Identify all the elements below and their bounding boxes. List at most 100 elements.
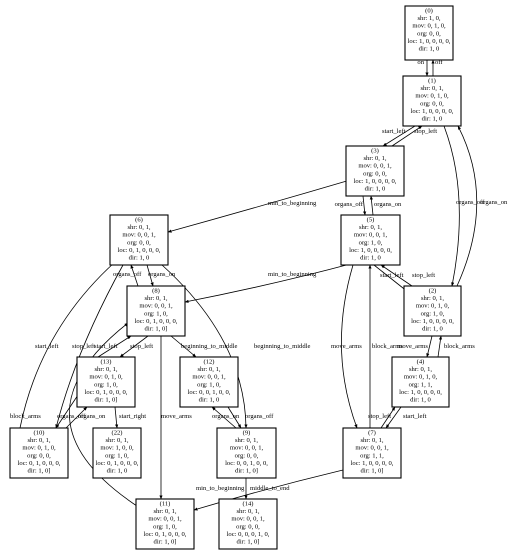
- state-node-line: loc: 1, 0, 0, 0, 0,: [399, 389, 442, 396]
- edge-label-8-to-6: organs_off: [113, 271, 142, 278]
- edge-5-to-3: [369, 195, 374, 216]
- state-node-box: [402, 75, 462, 127]
- state-node-line: shr: 0, 1,: [153, 508, 176, 515]
- state-node-0: (0)shr: 1, 0,mov: 0, 1, 0,org: 0, 0,loc:…: [404, 5, 454, 61]
- state-node-line: loc: 0, 1, 0, 0, 0,: [96, 460, 139, 467]
- edge-12-to-9: [227, 406, 242, 429]
- edge-label-11-to-8: block_arms: [10, 413, 41, 420]
- state-node-line: org: 1, 0,: [359, 239, 383, 246]
- state-node-line: shr: 0, 1,: [236, 508, 259, 515]
- state-node-id: (1): [428, 78, 436, 85]
- state-node-line: mov: 0, 1, 0,: [416, 303, 450, 310]
- state-node-line: dir: 1, 0]: [237, 539, 260, 546]
- state-node-id: (9): [243, 430, 251, 437]
- state-node-line: loc: 0, 1, 0, 0, 0,: [85, 389, 128, 396]
- edge-4-to-2: [437, 335, 443, 358]
- edge-label-13-to-10: organs_off: [57, 413, 86, 420]
- edge-label-2-to-1: organs_on: [480, 199, 508, 206]
- state-node-12: (12)shr: 0, 1,mov: 0, 0, 1,org: 1, 0,loc…: [179, 356, 239, 408]
- state-node-line: loc: 0, 1, 0, 0, 0,: [118, 247, 161, 254]
- state-node-line: loc: 1, 0, 0, 0, 0,: [354, 178, 397, 185]
- state-node-line: org: 1, 1,: [409, 381, 433, 388]
- state-node-box: [76, 356, 136, 408]
- state-node-line: mov: 0, 1, 0,: [415, 93, 449, 100]
- edge-label-8-to-11: move_arms: [161, 413, 192, 420]
- state-node-box: [342, 427, 402, 479]
- edge-8-to-12: [170, 335, 197, 358]
- state-node-box: [218, 498, 278, 550]
- edge-label-4-to-7: start_left: [403, 413, 427, 420]
- state-node-line: mov: 0, 0, 1,: [139, 303, 173, 310]
- state-node-id: (7): [368, 430, 376, 437]
- state-node-box: [109, 214, 169, 266]
- state-node-id: (3): [371, 148, 379, 155]
- edge-6-to-8: [146, 264, 154, 287]
- state-node-line: mov: 0, 0, 1,: [230, 445, 264, 452]
- state-node-line: org: 0, 0,: [420, 100, 444, 107]
- state-node-line: shr: 0, 1,: [409, 366, 432, 373]
- state-node-box: [179, 356, 239, 408]
- state-node-line: mov: 0, 0, 1,: [231, 516, 265, 523]
- edge-label-6-to-9: beginning_to_middle: [254, 343, 310, 350]
- state-node-id: (4): [417, 359, 425, 366]
- edge-label-6-to-8: organs_on: [148, 271, 176, 278]
- state-node-id: (13): [101, 359, 112, 366]
- edge-13-to-22: [114, 406, 119, 429]
- state-node-id: (12): [204, 359, 215, 366]
- state-node-line: mov: 0, 1, 0,: [404, 374, 438, 381]
- edge-7-to-4: [380, 406, 396, 429]
- state-node-line: loc: 0, 0, 0, 1, 0,: [227, 531, 270, 538]
- state-node-box: [403, 285, 462, 337]
- edge-2-to-1: [456, 125, 478, 287]
- edge-5-to-2: [373, 264, 409, 293]
- state-node-line: shr: 0, 1,: [27, 437, 50, 444]
- state-node-line: org: 0, 0,: [417, 30, 441, 37]
- state-node-line: org: 1, 0,: [421, 310, 445, 317]
- state-node-line: loc: 1, 0, 0, 0, 0,: [411, 108, 454, 115]
- edge-13-to-10: [55, 394, 79, 429]
- state-node-box: [340, 214, 401, 266]
- state-node-box: [216, 427, 277, 479]
- state-node-line: dir: 1, 0]: [154, 539, 177, 546]
- state-node-line: mov: 0, 0, 1,: [358, 163, 392, 170]
- state-node-id: (0): [425, 8, 433, 15]
- edge-label-3-to-1: stop_left: [414, 128, 437, 135]
- state-node-line: shr: 0, 1,: [144, 295, 167, 302]
- edge-label-5-to-7: move_arms: [331, 343, 362, 350]
- state-node-line: dir: 1, 0: [107, 468, 128, 475]
- state-node-10: (10)shr: 0, 1,mov: 0, 1, 0,org: 0, 0,loc…: [9, 427, 69, 479]
- state-node-line: org: 1, 0,: [144, 310, 168, 317]
- edge-5-to-8: [184, 262, 355, 303]
- state-node-line: org: 0, 0,: [363, 170, 387, 177]
- state-node-line: loc: 0, 0, 1, 0, 0,: [188, 389, 231, 396]
- edge-label-13-to-8: start_left: [94, 343, 118, 350]
- state-node-line: shr: 1, 0,: [417, 15, 440, 22]
- state-node-line: dir: 1, 0]: [145, 326, 168, 333]
- state-node-line: shr: 0, 1,: [363, 155, 386, 162]
- state-node-line: org: 1, 0,: [105, 452, 129, 459]
- edge-label-10-to-6: start_left: [35, 343, 59, 350]
- edge-7-to-11: [193, 469, 344, 511]
- state-node-line: dir: 1, 0]: [28, 468, 51, 475]
- edge-label-1-to-0: off: [435, 59, 443, 66]
- state-node-line: shr: 0, 1,: [421, 295, 444, 302]
- state-node-line: dir: 1, 0: [199, 397, 220, 404]
- state-node-7: (7)shr: 0, 1,mov: 0, 0, 1,org: 1, 1,loc:…: [342, 427, 402, 479]
- edge-label-7-to-11: min_to_beginning: [196, 485, 245, 492]
- state-node-line: loc: 1, 0, 0, 0, 0,: [408, 38, 451, 45]
- state-node-line: mov: 0, 0, 1,: [148, 516, 182, 523]
- state-node-line: mov: 0, 1, 0,: [22, 445, 56, 452]
- state-node-line: mov: 0, 1, 0,: [89, 374, 123, 381]
- state-node-line: dir: 1, 0: [422, 116, 443, 123]
- edge-label-12-to-9: organs_off: [245, 413, 274, 420]
- edge-label-7-to-5: block_arms: [372, 343, 403, 350]
- state-node-id: (10): [34, 430, 45, 437]
- nodes-layer: (0)shr: 1, 0,mov: 0, 1, 0,org: 0, 0,loc:…: [9, 5, 462, 550]
- state-node-box: [126, 285, 186, 337]
- edge-label-2-to-5: stop_left: [412, 272, 435, 279]
- state-node-14: (14)shr: 0, 1,mov: 0, 0, 1,org: 0, 0,loc…: [218, 498, 278, 550]
- edge-10-to-13: [65, 406, 88, 429]
- edge-8-to-6: [130, 264, 139, 287]
- edge-3-to-6: [167, 177, 358, 233]
